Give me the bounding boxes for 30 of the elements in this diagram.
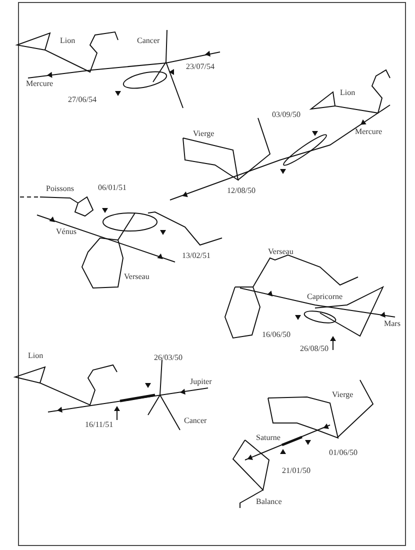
constellation-name: Cancer (184, 416, 207, 425)
date-label: 26/08/50 (300, 344, 328, 353)
date-label: 01/06/50 (329, 448, 358, 457)
constellation-name: Cancer (137, 36, 160, 45)
constellation-name: Lion (340, 88, 356, 97)
date-label: 16/06/50 (262, 330, 290, 339)
date-label: 23/07/54 (186, 62, 214, 71)
constellation-name: Verseau (268, 247, 294, 256)
planet-name: Mars (384, 319, 400, 328)
planet-name: Vénus (56, 227, 76, 236)
date-label: 26/03/50 (154, 353, 182, 362)
constellation-name: Vierge (332, 390, 354, 399)
planet-name: Saturne (256, 433, 280, 442)
constellation-name: Verseau (124, 272, 150, 281)
constellation-name: Lion (60, 36, 76, 45)
date-label: 03/09/50 (272, 110, 300, 119)
constellation-name: Balance (256, 497, 282, 506)
constellation-name: Poissons (46, 184, 74, 193)
planet-name: Jupiter (190, 377, 212, 386)
date-label: 13/02/51 (182, 251, 210, 260)
date-label: 27/06/54 (68, 95, 96, 104)
date-label: 21/01/50 (282, 466, 310, 475)
date-label: 06/01/51 (98, 183, 126, 192)
planet-name: Mercure (26, 79, 54, 88)
constellation-name: Vierge (193, 129, 214, 138)
date-label: 12/08/50 (227, 186, 256, 195)
planet-name: Mercure (355, 127, 382, 136)
date-label: 16/11/51 (85, 420, 114, 429)
constellation-name: Capricorne (307, 292, 343, 301)
constellation-name: Lion (28, 351, 44, 360)
